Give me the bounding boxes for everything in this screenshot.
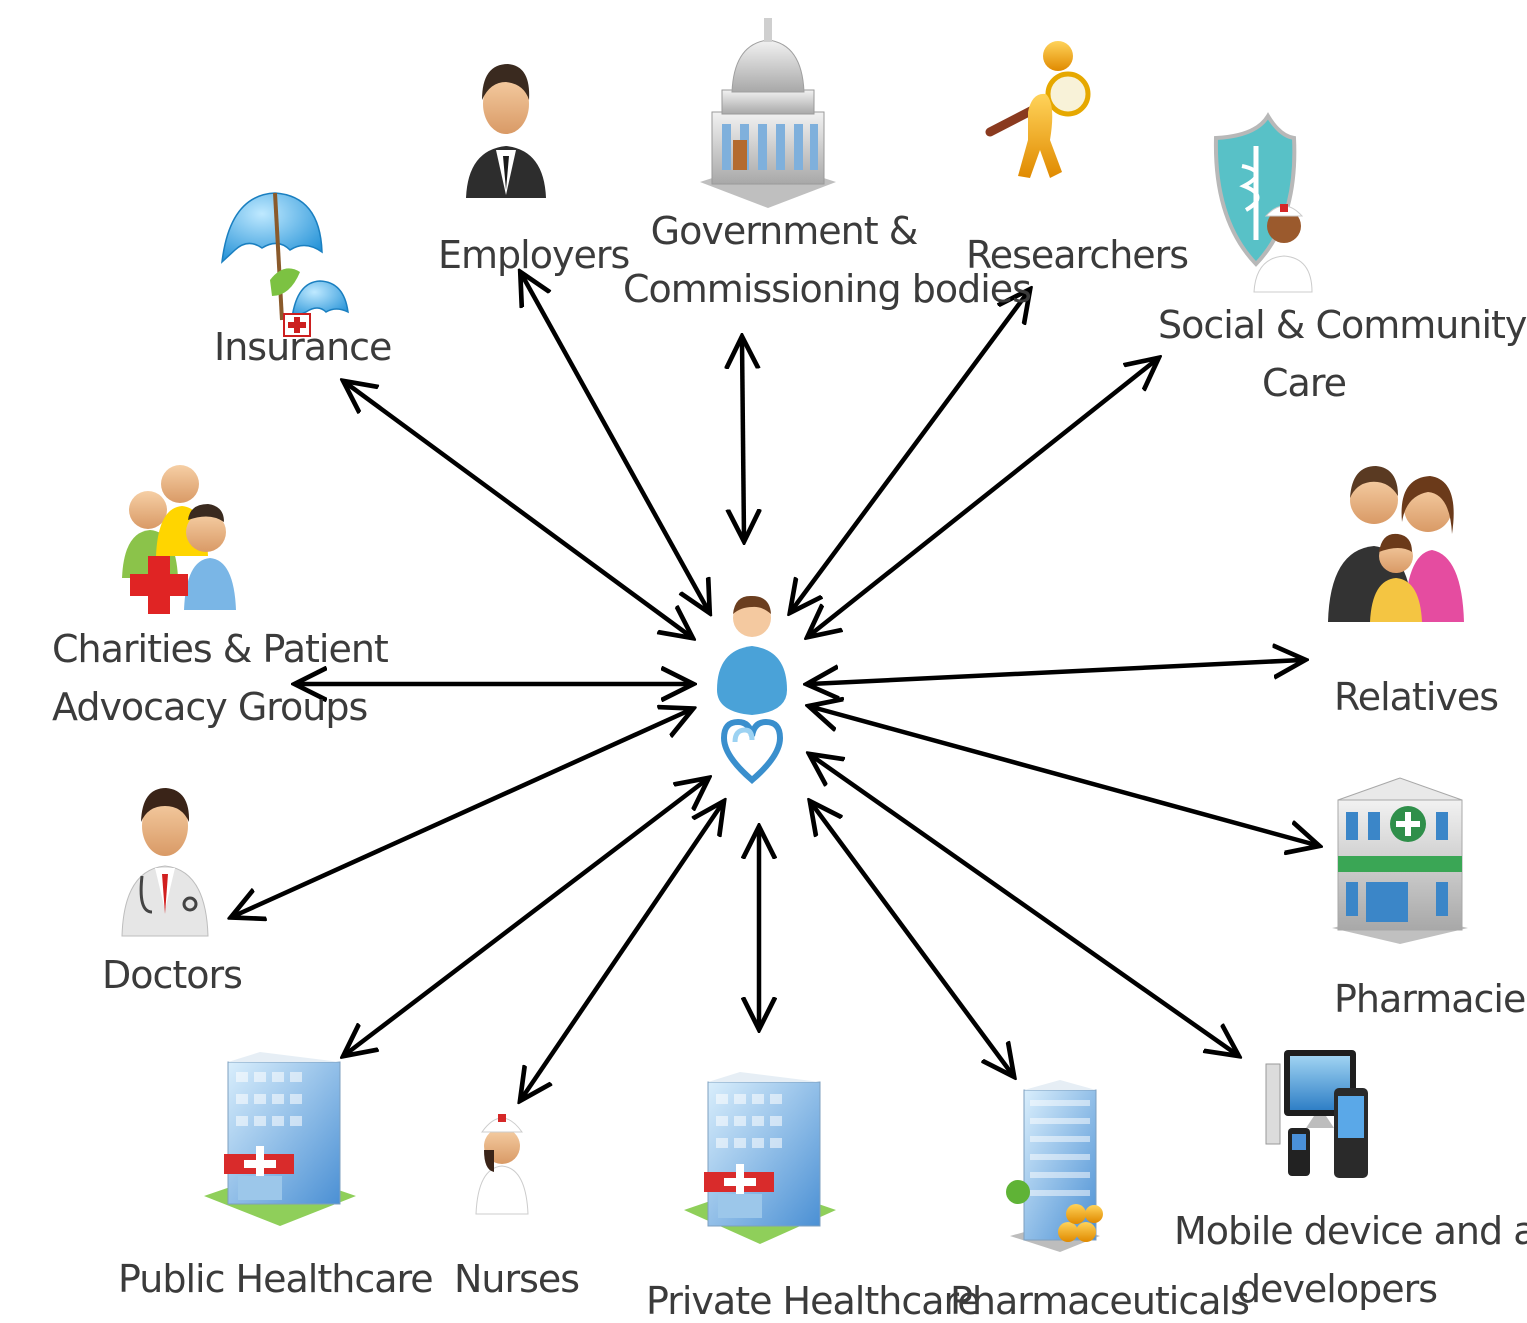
arrow-employers (522, 275, 708, 610)
researcher-magnifier-icon (985, 41, 1091, 178)
label-pharmaceuticals: Pharmaceuticals (950, 1272, 1250, 1323)
label-line: Relatives (1334, 675, 1499, 719)
pharmacy-building-icon (1332, 777, 1468, 944)
label-private-healthcare: Private Healthcare (646, 1272, 981, 1323)
devices-icon (1265, 1050, 1368, 1178)
arrow-government (742, 340, 744, 538)
arrow-social-care (810, 360, 1156, 635)
label-social-care: Social & Community Care (1158, 296, 1527, 412)
label-researchers: Researchers (966, 226, 1189, 284)
label-pharmacies: Pharmacies (1334, 970, 1527, 1028)
label-line: Public Healthcare (118, 1257, 434, 1301)
patient-group-cross-icon (122, 465, 236, 614)
label-mobile-developers: Mobile device and app developers (1174, 1202, 1527, 1318)
label-line: Nurses (454, 1257, 580, 1301)
label-line: Pharmacies (1334, 977, 1527, 1021)
government-building-icon (700, 18, 836, 208)
label-line: Government & (650, 209, 919, 253)
nurse-shield-icon (1213, 112, 1313, 293)
label-line: Mobile device and app (1174, 1209, 1527, 1253)
label-line: Private Healthcare (646, 1279, 981, 1323)
label-line: Social & Community (1158, 303, 1527, 347)
arrow-nurses (522, 804, 722, 1098)
hospital-icon (684, 1072, 836, 1244)
label-line: Commissioning bodies (623, 267, 1032, 311)
label-doctors: Doctors (102, 946, 243, 1004)
arrow-relatives (810, 660, 1302, 684)
label-line: Charities & Patient (52, 627, 389, 671)
label-line: Advocacy Groups (52, 685, 368, 729)
label-line: Insurance (214, 325, 392, 369)
label-public-healthcare: Public Healthcare (118, 1250, 434, 1308)
arrow-mobile-developers (812, 756, 1236, 1054)
label-relatives: Relatives (1334, 668, 1499, 726)
hospital-icon (204, 1052, 356, 1226)
businessman-icon (466, 64, 546, 198)
label-government: Government & Commissioning bodies (623, 202, 1032, 318)
doctor-icon (121, 788, 209, 937)
label-line: Researchers (966, 233, 1189, 277)
nurse-icon (475, 1114, 529, 1215)
label-nurses: Nurses (454, 1250, 580, 1308)
office-tower-icon (1006, 1080, 1103, 1252)
umbrella-insurance-icon (221, 192, 349, 337)
patient-heart-icon (717, 595, 787, 784)
connection-arrows (234, 275, 1316, 1098)
label-line: Pharmaceuticals (950, 1279, 1250, 1323)
label-line: Doctors (102, 953, 243, 997)
label-line: Employers (438, 233, 630, 277)
label-line: Care (1262, 361, 1347, 405)
family-icon (1328, 466, 1464, 622)
label-insurance: Insurance (214, 318, 392, 376)
label-charities: Charities & Patient Advocacy Groups (52, 620, 389, 736)
label-line: developers (1236, 1267, 1438, 1311)
label-employers: Employers (438, 226, 630, 284)
